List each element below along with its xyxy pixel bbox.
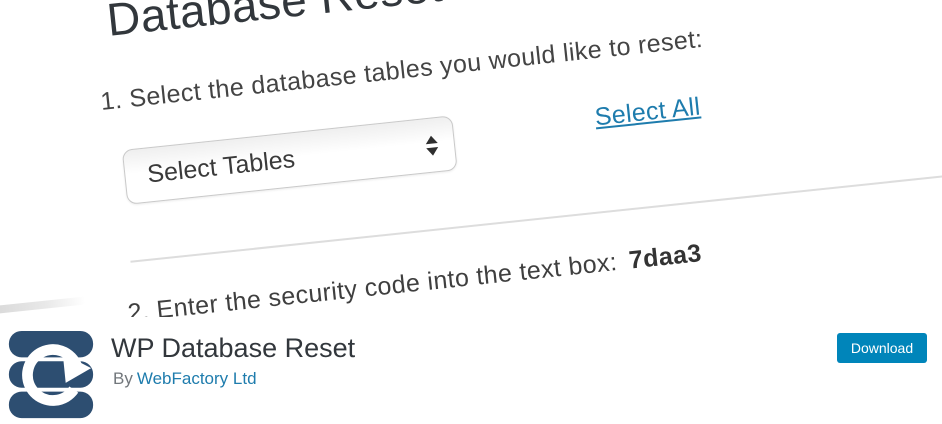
download-button[interactable]: Download bbox=[837, 333, 927, 363]
select-tables-dropdown: Select Tables bbox=[121, 115, 458, 205]
dropdown-spinner-icon bbox=[424, 134, 439, 156]
security-code: 7daa3 bbox=[627, 239, 703, 275]
author-link[interactable]: WebFactory Ltd bbox=[136, 369, 257, 388]
up-arrow-icon bbox=[424, 134, 438, 144]
clipped-screenshot-element bbox=[0, 296, 91, 314]
plugin-title: WP Database Reset bbox=[111, 333, 356, 363]
database-reset-icon bbox=[8, 330, 94, 419]
step2-text: 2. Enter the security code into the text… bbox=[126, 248, 619, 317]
byline-prefix: By bbox=[113, 369, 133, 388]
down-arrow-icon bbox=[426, 146, 439, 156]
screenshot-tilted-page: Database Reset 1. Select the database ta… bbox=[55, 0, 942, 317]
step2-label: 2. Enter the security code into the text… bbox=[126, 239, 703, 317]
plugin-banner-image: Database Reset 1. Select the database ta… bbox=[0, 0, 942, 317]
select-all-link: Select All bbox=[593, 92, 702, 132]
screenshot-page-title: Database Reset bbox=[104, 0, 445, 46]
select-tables-value: Select Tables bbox=[145, 145, 297, 189]
